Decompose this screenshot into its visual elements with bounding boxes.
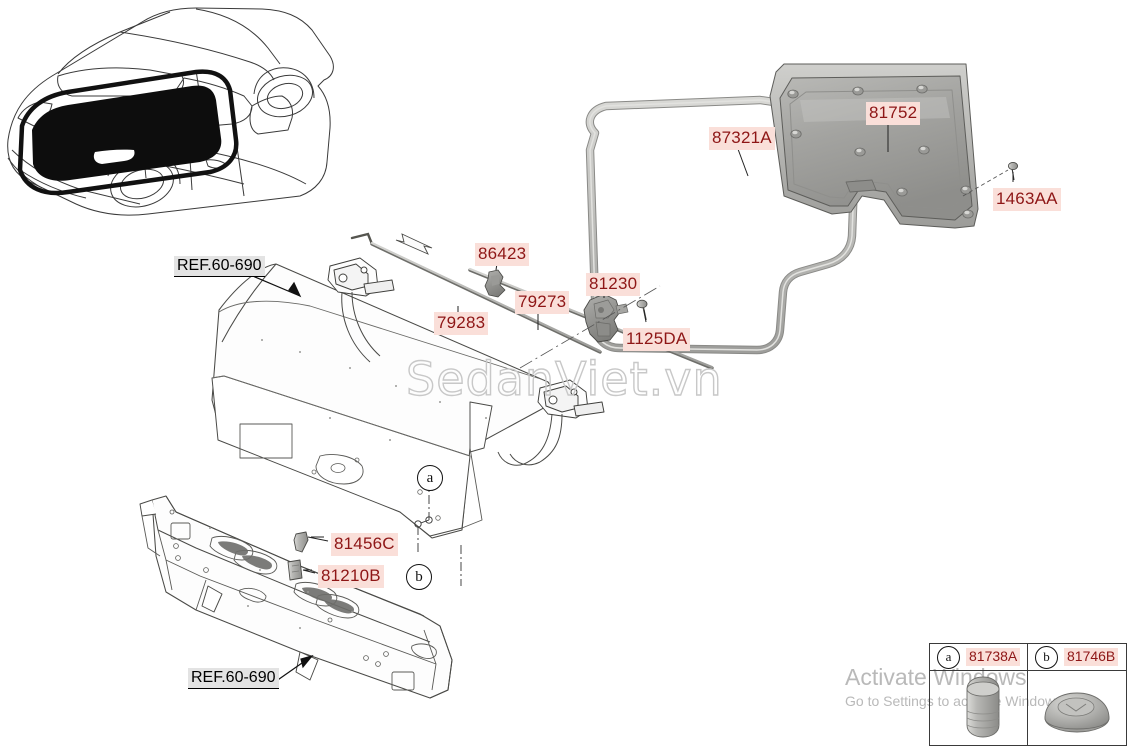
round-grommet-cap-icon [1044, 692, 1110, 733]
legend-header-b: b 81746B [1028, 644, 1126, 671]
part-label-79283[interactable]: 79283 [434, 312, 489, 335]
part-trunk-hinges [327, 257, 605, 466]
part-label-86423[interactable]: 86423 [475, 243, 530, 266]
legend-marker-a: a [937, 645, 960, 669]
legend-cell-b[interactable]: b 81746B [1028, 644, 1126, 745]
part-rear-panel [139, 495, 453, 699]
part-label-87321A[interactable]: 87321A [709, 127, 775, 150]
part-label-79273[interactable]: 79273 [515, 291, 570, 314]
part-label-1463AA[interactable]: 1463AA [993, 188, 1061, 211]
part-label-1125DA[interactable]: 1125DA [623, 328, 691, 351]
callout-marker-b[interactable]: b [406, 564, 432, 590]
part-81230-latch [519, 285, 661, 369]
part-label-81456C[interactable]: 81456C [331, 533, 398, 556]
legend-header-a: a 81738A [930, 644, 1027, 671]
legend-table: a 81738A [929, 643, 1127, 746]
part-81456C-clip [293, 531, 324, 553]
legend-image-b [1028, 671, 1126, 745]
ref-label-top[interactable]: REF.60-690 [174, 256, 265, 277]
part-label-81752[interactable]: 81752 [866, 102, 921, 125]
legend-image-a [930, 671, 1027, 745]
part-86423-bracket [484, 269, 506, 298]
part-79283-torsion-bar [350, 232, 602, 354]
callout-marker-a[interactable]: a [417, 465, 443, 491]
part-label-81210B[interactable]: 81210B [318, 565, 384, 588]
legend-part-b[interactable]: 81746B [1064, 648, 1119, 666]
ref-label-bottom[interactable]: REF.60-690 [188, 668, 279, 689]
part-81752-trim-panel [769, 63, 979, 229]
callout-leader-dots [414, 516, 433, 528]
ref-leader-arrows [247, 273, 314, 685]
legend-cell-a[interactable]: a 81738A [930, 644, 1028, 745]
part-label-81230[interactable]: 81230 [586, 273, 641, 296]
legend-part-a[interactable]: 81738A [966, 648, 1021, 666]
cylindrical-bumper-icon [966, 676, 1000, 738]
part-81210B-bumper [287, 559, 312, 581]
legend-marker-b: b [1035, 645, 1058, 669]
vehicle-illustration [7, 7, 334, 216]
